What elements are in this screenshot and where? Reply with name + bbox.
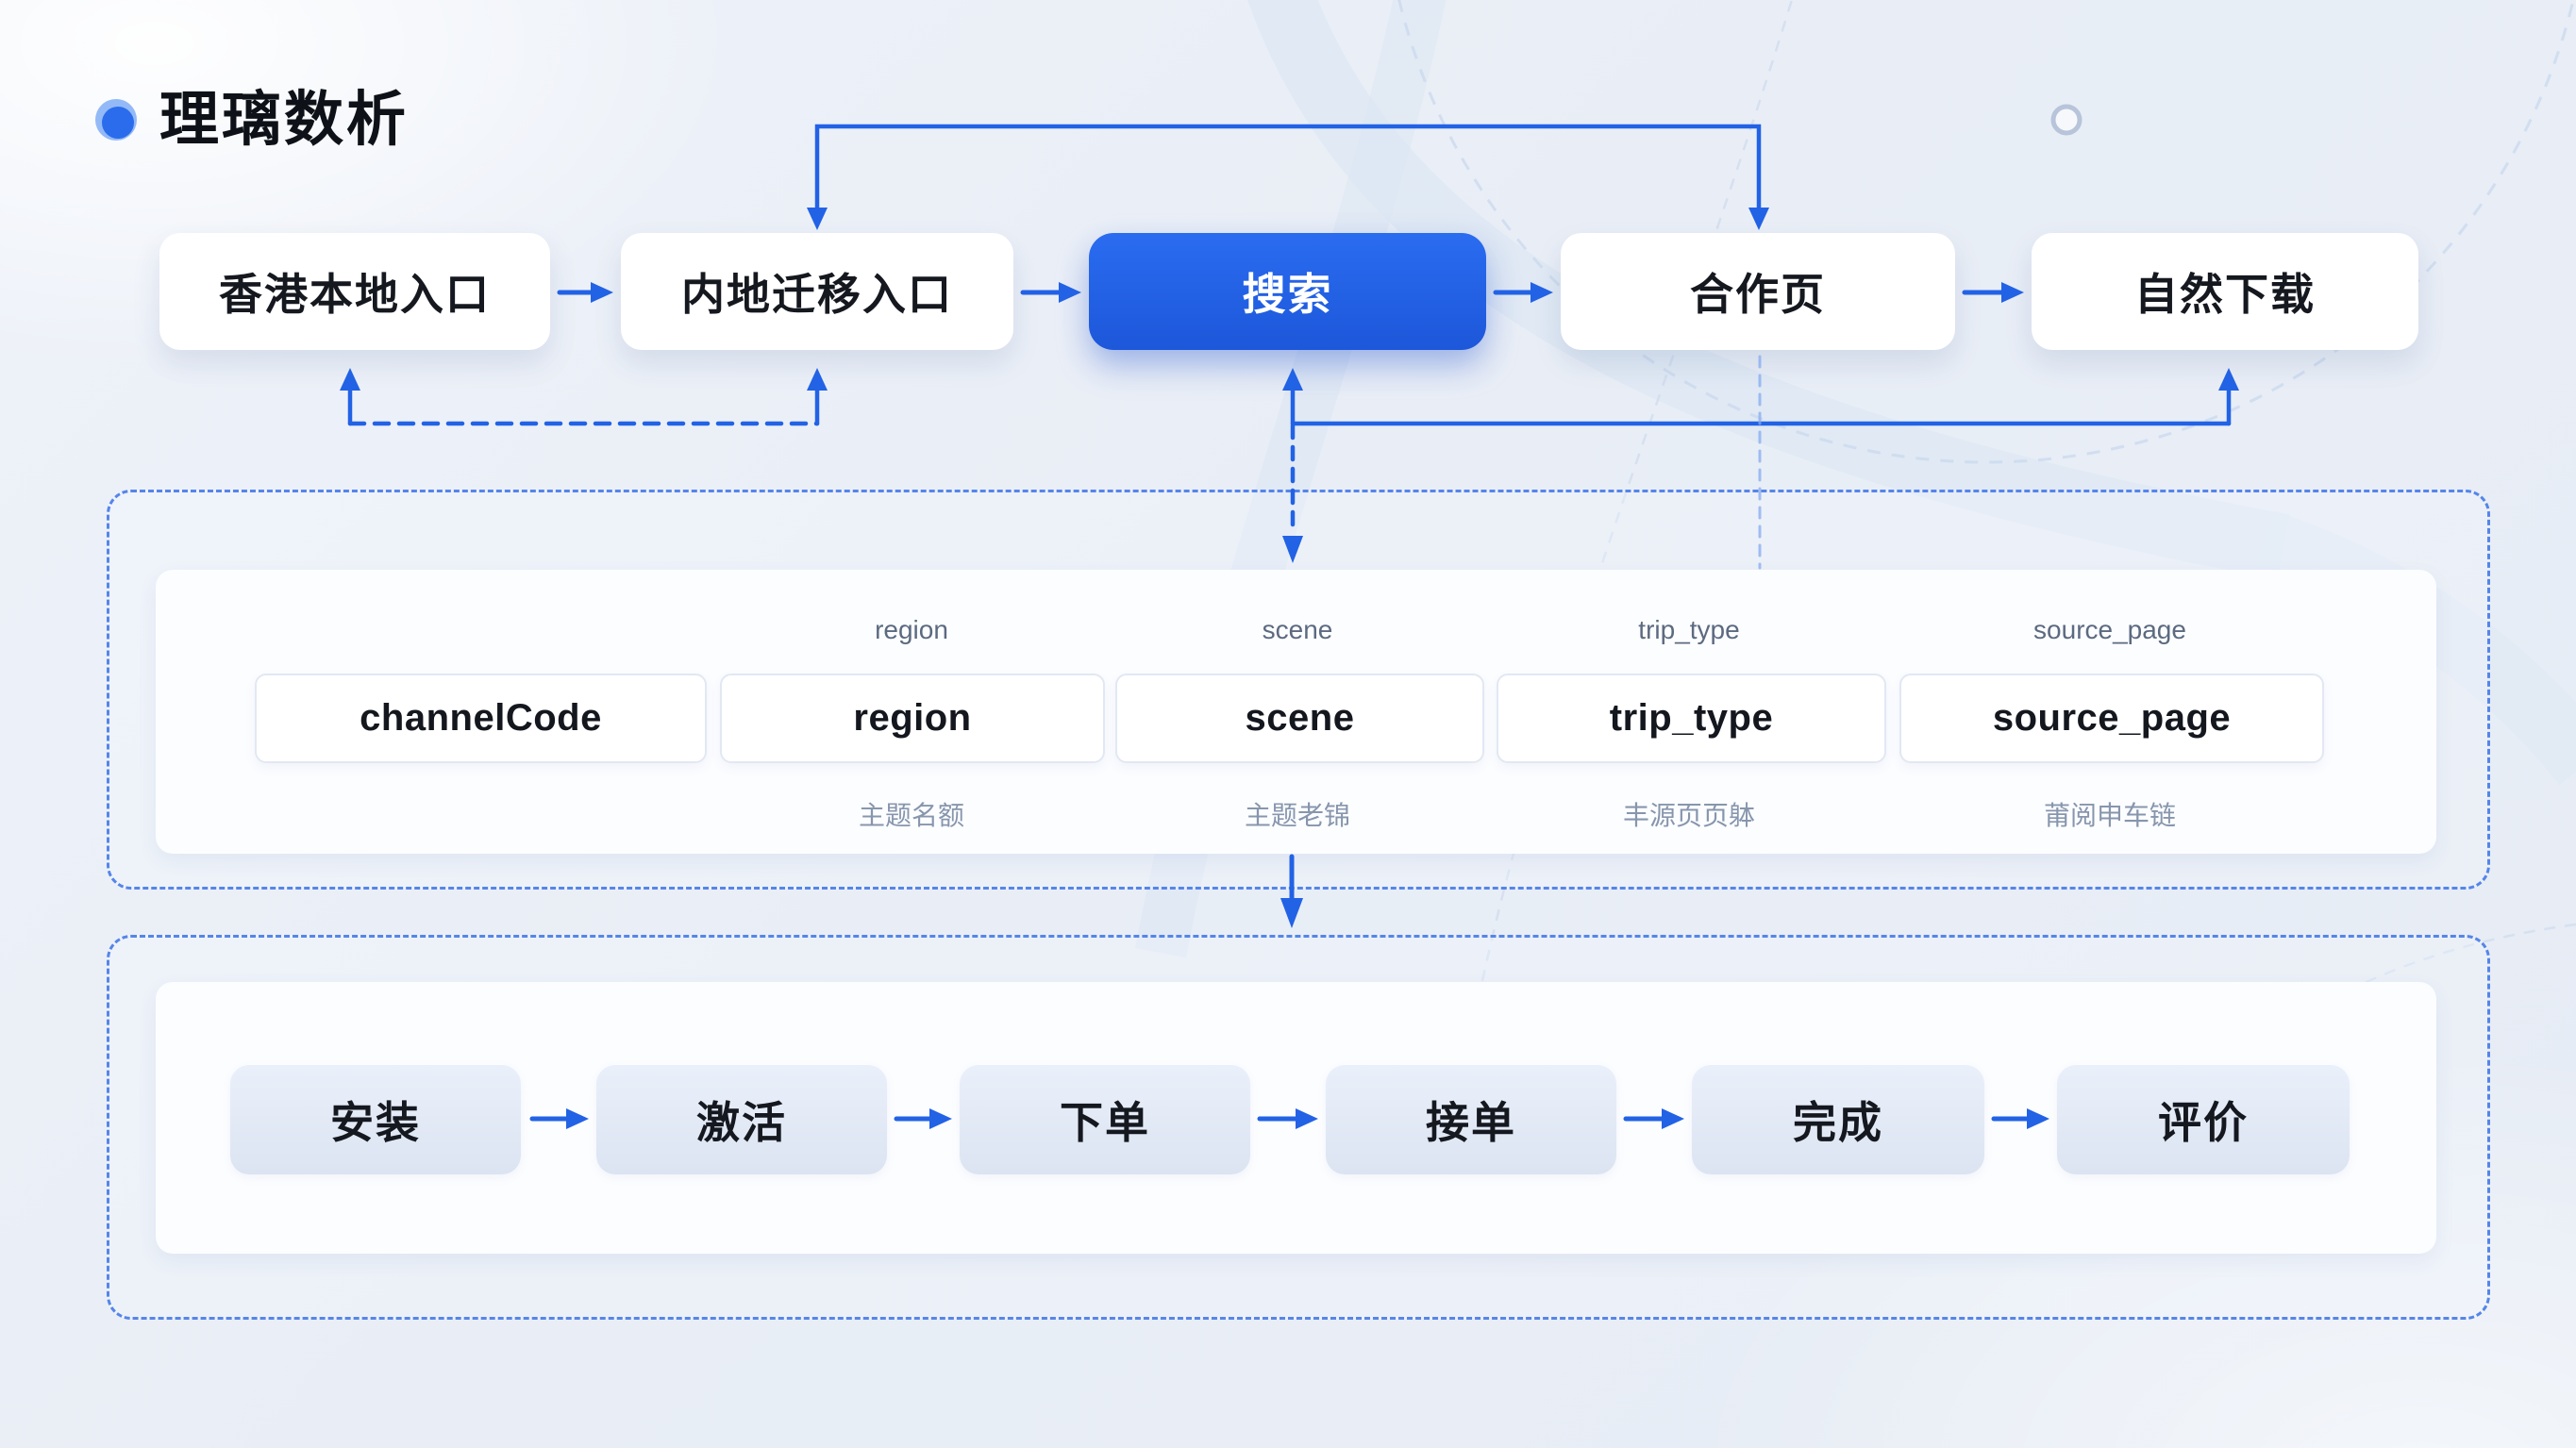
param-box-region: region (720, 674, 1105, 763)
flow-node-search: 搜索 (1089, 233, 1486, 350)
param-top-label-region: region (875, 615, 948, 644)
param-bottom-label-source-page: 莆阅申车链 (2043, 801, 2177, 830)
search-download-connector (1282, 368, 2239, 426)
param-top-label-source-page: source_page (2033, 615, 2186, 644)
funnel-step-activate: 激活 (596, 1064, 887, 1174)
page-title: 理璃数析 (159, 87, 409, 153)
decor-arc (1397, 0, 2575, 464)
title-bullet-core (102, 107, 134, 139)
param-box-scene: scene (1115, 674, 1484, 763)
flow-node-mainland-entry: 内地迁移入口 (621, 233, 1013, 350)
decor-ring-icon (2050, 104, 2083, 136)
title-bullet-icon (95, 99, 137, 141)
funnel-step-install: 安装 (230, 1064, 521, 1174)
flow-node-organic-download: 自然下载 (2032, 233, 2418, 350)
backflow-dashed-connector (340, 368, 828, 426)
funnel-step-order: 下单 (960, 1064, 1250, 1174)
param-bottom-label-scene: 主题老锦 (1244, 801, 1351, 830)
flow-node-partner-page: 合作页 (1561, 233, 1955, 350)
funnel-step-accept: 接单 (1326, 1064, 1616, 1174)
param-bottom-label-trip-type: 丰源页页躰 (1622, 801, 1756, 830)
title-row: 理璃数析 (95, 87, 409, 153)
param-box-channel-code: channelCode (255, 674, 707, 763)
funnel-step-review: 评价 (2057, 1064, 2350, 1174)
param-box-trip-type: trip_type (1497, 674, 1886, 763)
flow-node-hk-entry: 香港本地入口 (159, 233, 550, 350)
param-top-label-scene: scene (1262, 615, 1333, 644)
param-box-source-page: source_page (1899, 674, 2324, 763)
param-bottom-label-region: 主题名额 (858, 801, 965, 830)
funnel-step-complete: 完成 (1692, 1064, 1984, 1174)
top-bracket-connector (807, 124, 1769, 230)
param-top-label-trip-type: trip_type (1638, 615, 1740, 644)
